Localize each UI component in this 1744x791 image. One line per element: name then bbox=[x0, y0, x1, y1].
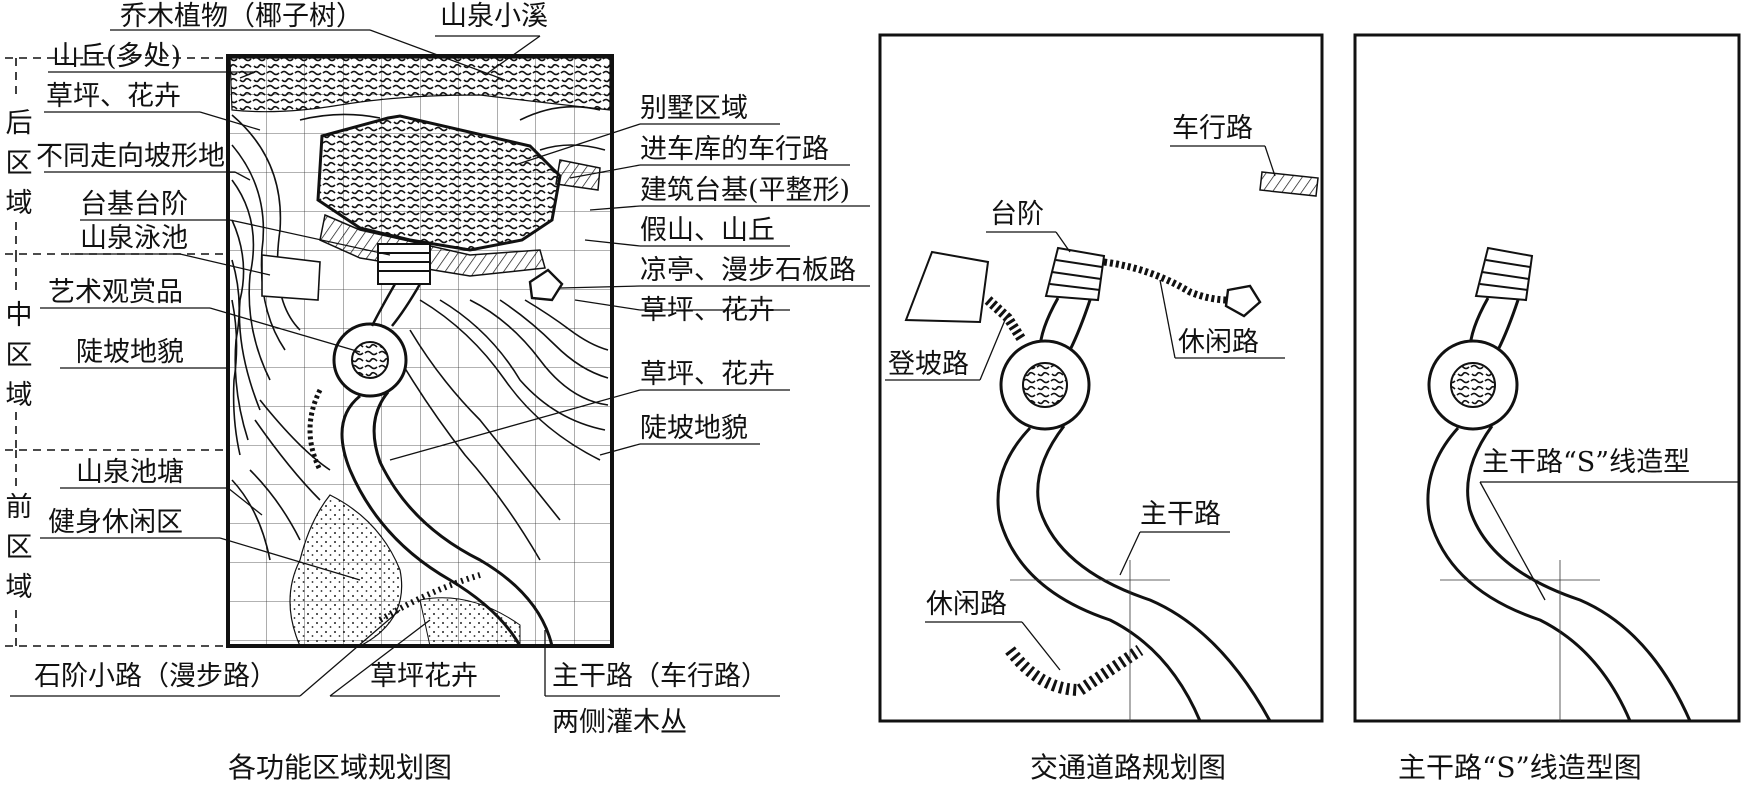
label-lawn-3: 草坪、花卉 bbox=[640, 359, 775, 390]
stone-steps bbox=[378, 572, 481, 623]
zone-guides bbox=[5, 57, 228, 647]
traffic-pavilion bbox=[1224, 284, 1262, 318]
label-shrubs: 两侧灌木丛 bbox=[552, 707, 687, 738]
label-leisure-2: 休闲路 bbox=[926, 589, 1007, 620]
lawn-flower-area bbox=[419, 597, 521, 647]
spring-pool bbox=[261, 254, 321, 301]
climb-path bbox=[984, 296, 1027, 343]
label-stone-path: 石阶小路（漫步路） bbox=[34, 661, 277, 692]
label-platform: 建筑台基(平整形) bbox=[640, 175, 851, 206]
s-road-right bbox=[1466, 425, 1692, 722]
traffic-border bbox=[878, 33, 1324, 723]
main-road-edge-right bbox=[372, 391, 554, 647]
label-main: 主干路 bbox=[1140, 499, 1221, 530]
traffic-plan bbox=[878, 33, 1324, 723]
leader-lines-1 bbox=[10, 29, 870, 697]
label-leisure-1: 休闲路 bbox=[1178, 327, 1259, 358]
contour-lines bbox=[231, 105, 609, 561]
label-main-road: 主干路（车行路） bbox=[552, 661, 768, 692]
label-pond: 山泉池塘 bbox=[76, 457, 184, 488]
label-steep-1: 陡坡地貌 bbox=[76, 337, 184, 368]
climb-platform bbox=[904, 250, 990, 324]
label-arbor: 乔木植物（椰子树） bbox=[120, 1, 363, 32]
art-piece bbox=[351, 341, 389, 379]
s-line-border bbox=[1353, 33, 1741, 723]
caption-traffic: 交通道路规划图 bbox=[1030, 751, 1227, 784]
label-garage-road: 进车库的车行路 bbox=[640, 134, 829, 165]
site-border bbox=[226, 54, 614, 648]
label-terrace-steps: 台基台阶 bbox=[80, 189, 188, 220]
label-spring-pool: 山泉泳池 bbox=[80, 223, 188, 254]
leader-lines-2 bbox=[885, 145, 1285, 671]
label-slopes: 不同走向坡形地 bbox=[36, 141, 225, 172]
villa-block bbox=[316, 114, 562, 252]
s-road-left bbox=[1426, 426, 1632, 722]
label-fitness: 健身休闲区 bbox=[48, 507, 183, 538]
traffic-main-right bbox=[1036, 425, 1272, 722]
zone-label-middle: 中区域 bbox=[5, 300, 33, 411]
traffic-steps bbox=[1044, 246, 1106, 302]
road-connector-left bbox=[370, 283, 397, 327]
label-rockery: 假山、山丘 bbox=[640, 215, 775, 246]
tree-canopy bbox=[229, 57, 611, 113]
car-road-stub bbox=[1259, 171, 1319, 197]
s-line-plan bbox=[1353, 33, 1741, 723]
label-pavilion: 凉亭、漫步石板路 bbox=[640, 255, 856, 286]
pavilion bbox=[528, 268, 564, 302]
label-climb: 登坡路 bbox=[888, 349, 969, 380]
road-connector-right bbox=[391, 283, 422, 327]
leader-lines-3 bbox=[1479, 481, 1740, 601]
label-hills: 山丘(多处) bbox=[52, 41, 182, 72]
label-steep-2: 陡坡地貌 bbox=[640, 413, 748, 444]
label-art: 艺术观赏品 bbox=[48, 277, 183, 308]
leisure-path-1 bbox=[1103, 258, 1229, 304]
label-lawn-2: 草坪、花卉 bbox=[640, 295, 775, 326]
traffic-main-left bbox=[996, 426, 1202, 722]
label-car-road: 车行路 bbox=[1172, 113, 1253, 144]
label-s-line: 主干路“S”线造型 bbox=[1482, 447, 1691, 478]
caption-s-line: 主干路“S”线造型图 bbox=[1398, 751, 1642, 784]
zone-label-front: 前区域 bbox=[5, 492, 33, 603]
building-base bbox=[319, 213, 546, 277]
zone-label-back: 后区域 bbox=[5, 108, 33, 219]
garage-road bbox=[555, 159, 601, 191]
label-villa: 别墅区域 bbox=[640, 93, 748, 124]
label-stream: 山泉小溪 bbox=[440, 1, 548, 32]
stone-path bbox=[307, 388, 323, 472]
terrace-steps bbox=[377, 243, 431, 285]
leisure-path-2 bbox=[1005, 645, 1144, 697]
label-steps: 台阶 bbox=[990, 199, 1044, 230]
label-lawn-4: 草坪花卉 bbox=[370, 661, 478, 692]
label-lawn-1: 草坪、花卉 bbox=[46, 81, 181, 112]
caption-function-zones: 各功能区域规划图 bbox=[228, 751, 453, 784]
